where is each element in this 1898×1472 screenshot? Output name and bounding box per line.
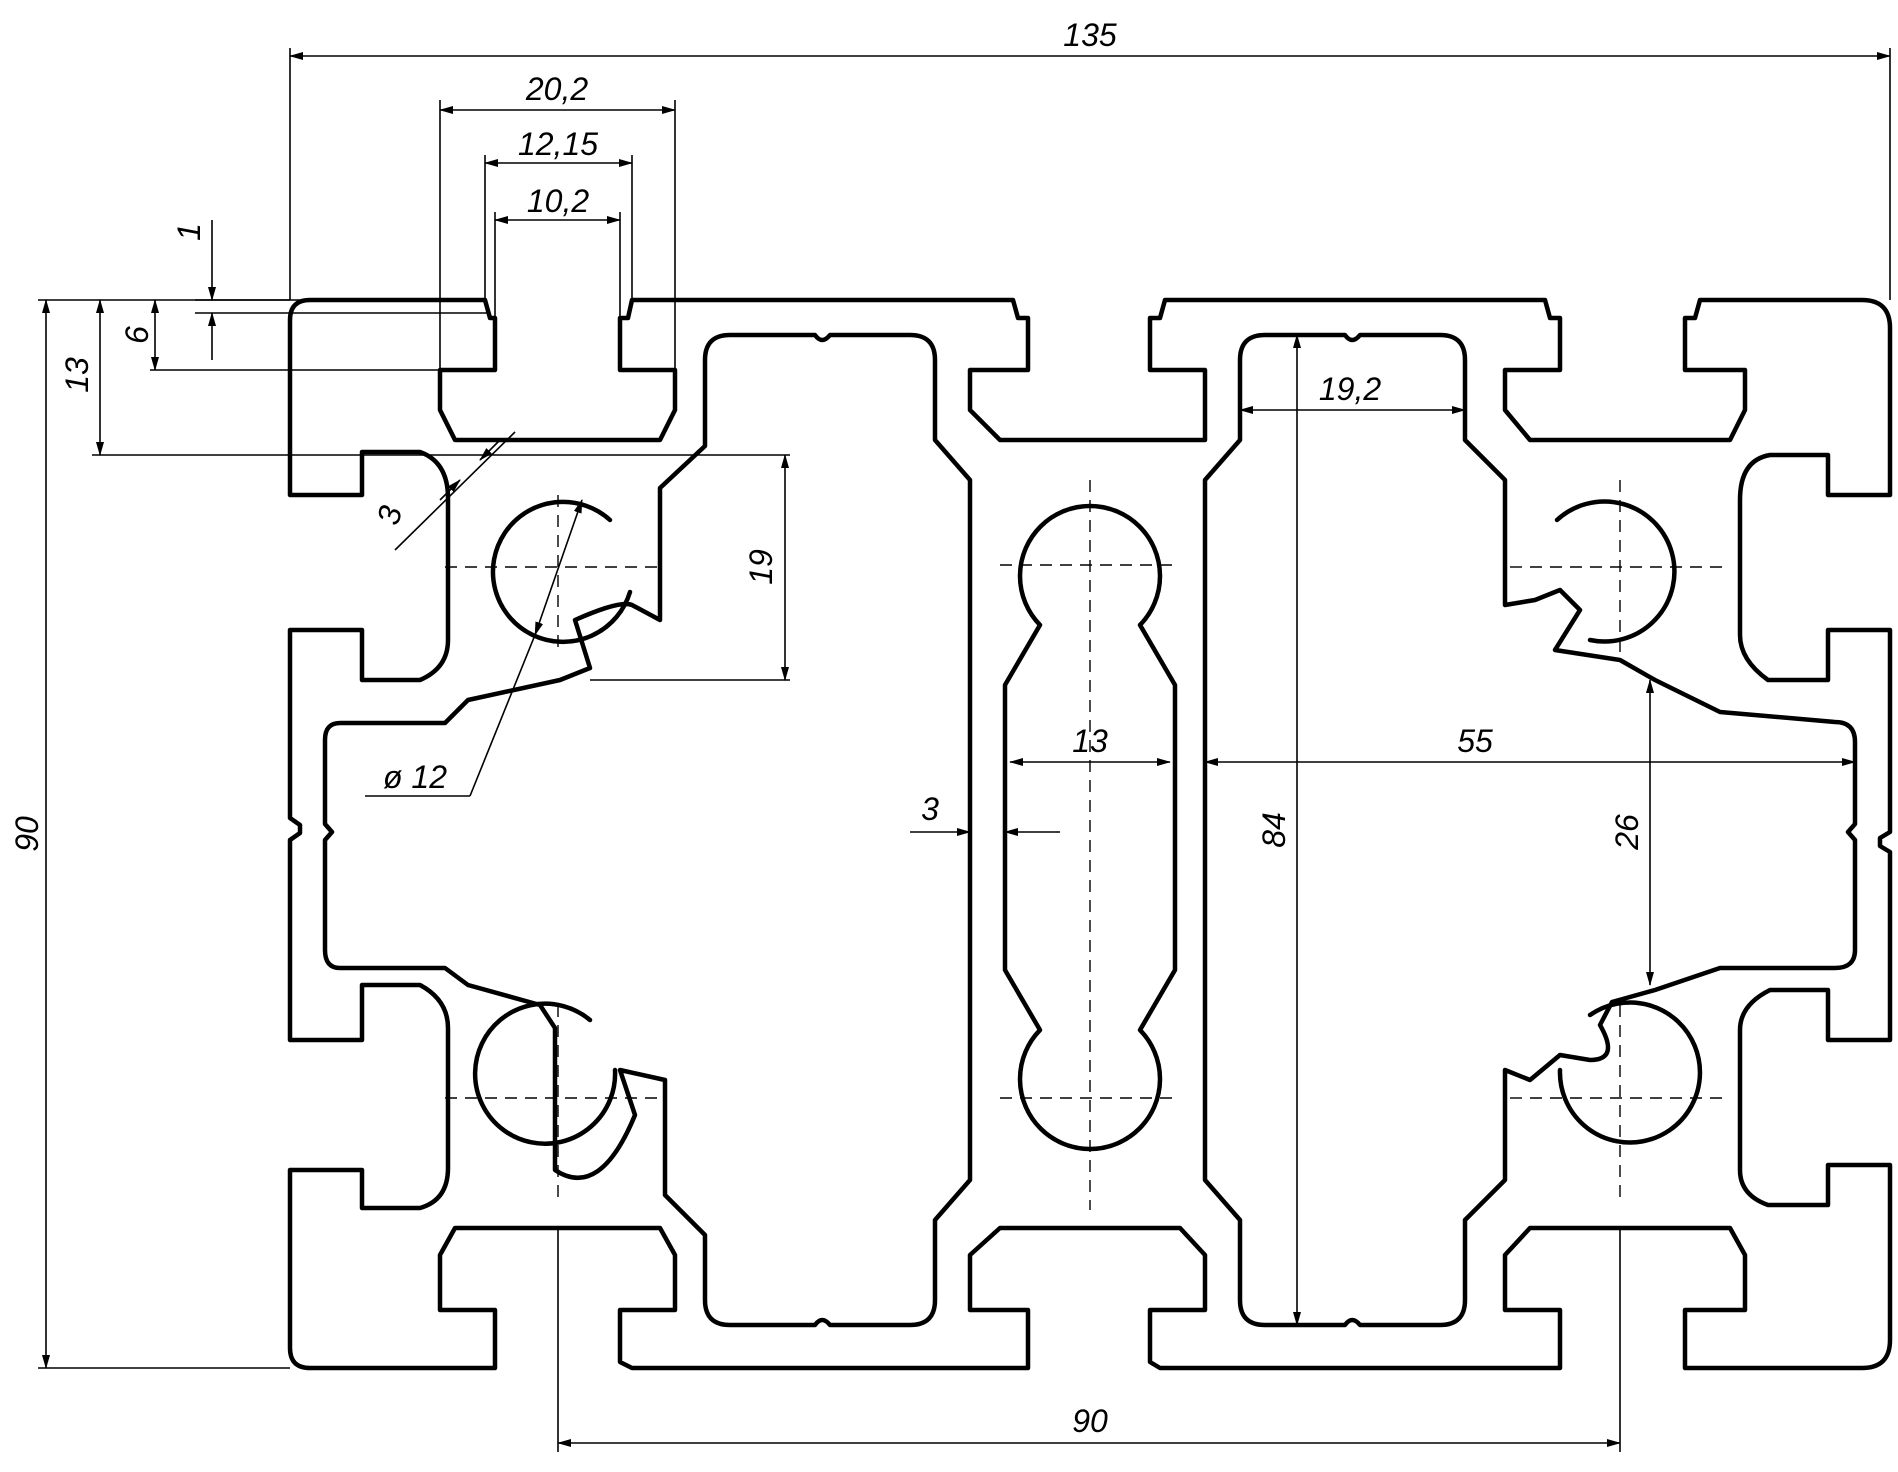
dim-slot-depth: 13 — [59, 357, 95, 393]
right-cavity — [1202, 332, 1858, 1328]
dim-chamfer: 3 — [370, 502, 409, 529]
dim-web-thickness: 3 — [921, 791, 939, 827]
dim-core-offset: 19 — [743, 549, 779, 585]
bore-bottom-left — [472, 1001, 618, 1146]
dim-slot-lip-depth: 6 — [119, 326, 155, 344]
bore-top-right — [1554, 499, 1677, 644]
dim-slot-width-mid: 12,15 — [518, 126, 598, 162]
dim-slot-width-outer: 20,2 — [525, 71, 588, 107]
dim-inner-slot-height: 26 — [1609, 814, 1645, 851]
dim-lip-thickness: 1 — [171, 223, 207, 241]
dim-cavity-width: 55 — [1457, 723, 1493, 759]
dim-bore-diameter: ø 12 — [383, 759, 447, 795]
dim-slot-width-right: 19,2 — [1319, 371, 1381, 407]
bore-bottom-right — [1557, 1000, 1703, 1145]
dim-slot-width-inner: 10,2 — [527, 183, 589, 219]
dim-web-gap: 13 — [1072, 723, 1108, 759]
center-lines — [445, 480, 1730, 1210]
dim-overall-width: 135 — [1063, 17, 1117, 53]
dim-center-distance: 90 — [1072, 1403, 1108, 1439]
center-slot — [1002, 503, 1178, 1152]
left-cavity — [322, 332, 973, 1328]
outer-contour — [287, 297, 1893, 1371]
bore-top-left — [490, 499, 633, 645]
profile-outline — [287, 297, 1893, 1371]
dim-cavity-height: 84 — [1256, 812, 1292, 848]
dimensions: 135 20,2 12,15 10,2 1 6 13 90 — [9, 17, 1891, 1452]
dim-overall-height: 90 — [9, 816, 45, 852]
